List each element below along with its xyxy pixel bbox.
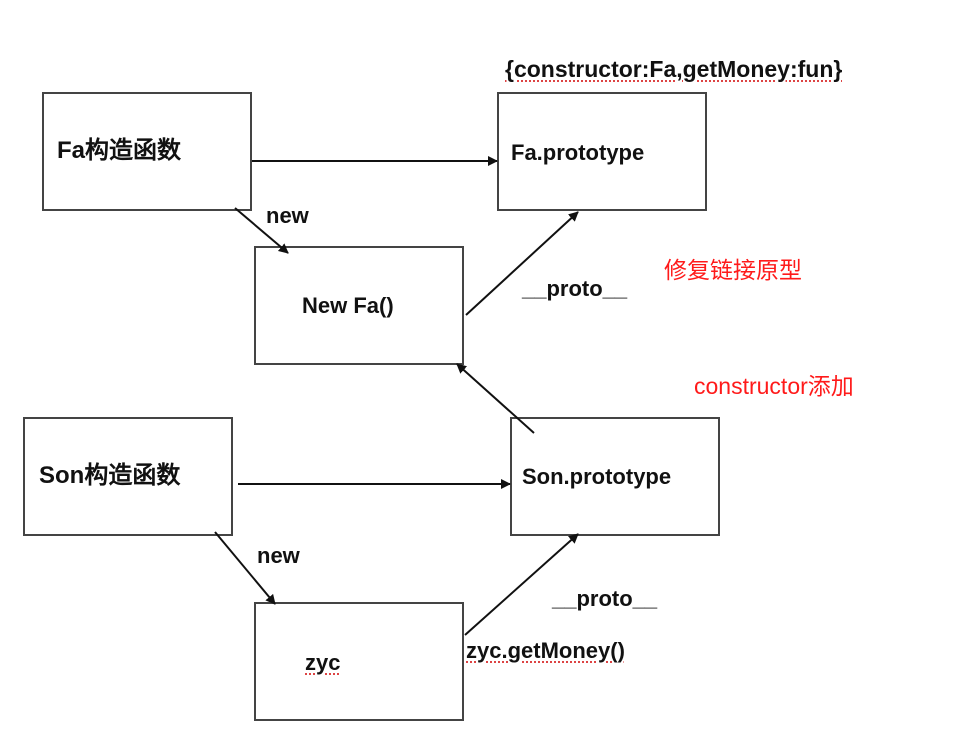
fa-prototype-box (497, 92, 707, 211)
son-constructor-box (23, 417, 233, 536)
son-constructor-label: Son构造函数 (39, 462, 181, 489)
son-prototype-box (510, 417, 720, 536)
son-proto-edge-label: __proto__ (552, 586, 658, 611)
add-constructor-note: constructor添加 (694, 373, 854, 399)
prototype-object-annotation: {constructor:Fa,getMoney:fun} (505, 56, 843, 82)
fa-constructor-label: Fa构造函数 (57, 137, 182, 164)
fa-constructor-box (42, 92, 252, 211)
son-new-edge-label: new (257, 543, 300, 568)
arrow-zyc-proto (464, 533, 579, 636)
zyc-label: zyc (305, 650, 341, 675)
new-fa-box (254, 246, 464, 365)
fa-proto-edge-label: __proto__ (522, 276, 628, 301)
zyc-box (254, 602, 464, 721)
new-fa-label: New Fa() (302, 293, 394, 318)
method-call-label: zyc.getMoney() (466, 638, 625, 663)
fa-new-edge-label: new (266, 203, 309, 228)
fa-prototype-label: Fa.prototype (511, 140, 645, 165)
son-prototype-label: Son.prototype (522, 464, 672, 489)
fix-chain-note: 修复链接原型 (664, 257, 802, 283)
